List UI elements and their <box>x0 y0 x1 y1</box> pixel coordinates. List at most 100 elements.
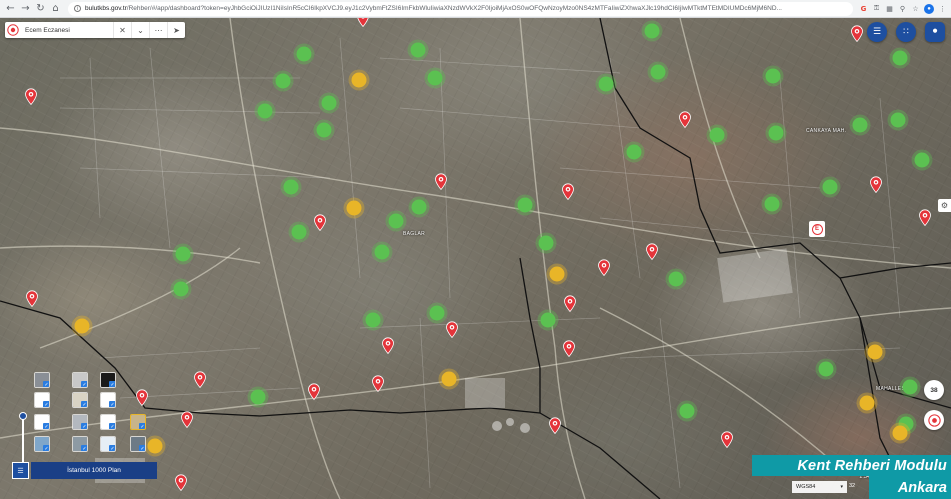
building-layer-icon[interactable]: ✓ <box>100 372 116 388</box>
pharmacy-pin-icon[interactable] <box>646 243 659 261</box>
map-layer-thumb-icon[interactable]: ✓ <box>72 436 88 452</box>
opacity-slider[interactable] <box>19 412 27 468</box>
navigation-arrow-icon[interactable]: ➤ <box>167 22 185 38</box>
green-cluster-marker[interactable] <box>410 42 426 58</box>
browser-menu-icon[interactable]: ⋮ <box>939 4 946 13</box>
green-cluster-marker[interactable] <box>902 379 918 395</box>
pharmacy-pin-icon[interactable] <box>598 259 611 277</box>
pharmacy-pin-icon[interactable] <box>564 295 577 313</box>
cluster-count-badge[interactable]: 38 <box>924 380 944 400</box>
info-icon[interactable]: i <box>74 5 81 12</box>
yellow-cluster-marker[interactable] <box>892 425 908 441</box>
profile-avatar-icon[interactable]: ● <box>924 3 934 14</box>
green-cluster-marker[interactable] <box>650 64 666 80</box>
green-cluster-marker[interactable] <box>257 103 273 119</box>
home-icon[interactable]: ⌂ <box>52 3 59 14</box>
crs-select[interactable]: WGS84 ▾ <box>792 481 847 493</box>
pharmacy-pin-icon[interactable] <box>194 371 207 389</box>
apps-grid-button[interactable]: ∷ <box>896 22 916 42</box>
map-layer-thumb-icon[interactable]: ✓ <box>34 372 50 388</box>
green-cluster-marker[interactable] <box>679 403 695 419</box>
green-cluster-marker[interactable] <box>283 179 299 195</box>
google-extension-icon[interactable]: G <box>860 4 867 13</box>
green-cluster-marker[interactable] <box>291 224 307 240</box>
layer-thumb-icon[interactable]: ✓ <box>130 414 146 430</box>
green-cluster-marker[interactable] <box>517 197 533 213</box>
pharmacy-pin-icon[interactable] <box>446 321 459 339</box>
reload-icon[interactable]: ↻ <box>36 3 45 14</box>
pharmacy-pin-icon[interactable] <box>851 25 864 43</box>
menu-button[interactable]: ☰ <box>867 22 887 42</box>
pharmacy-locate-button[interactable] <box>924 410 944 430</box>
green-cluster-marker[interactable] <box>668 271 684 287</box>
yellow-cluster-marker[interactable] <box>441 371 457 387</box>
green-cluster-marker[interactable] <box>709 127 725 143</box>
green-cluster-marker[interactable] <box>852 117 868 133</box>
green-cluster-marker[interactable] <box>644 23 660 39</box>
gear-icon[interactable]: ⚙ <box>938 199 951 212</box>
green-cluster-marker[interactable] <box>768 125 784 141</box>
green-cluster-marker[interactable] <box>296 46 312 62</box>
pharmacy-pin-icon[interactable] <box>181 411 194 429</box>
close-icon[interactable]: ✕ <box>113 22 131 38</box>
pharmacy-pin-icon[interactable] <box>26 290 39 308</box>
yellow-cluster-marker[interactable] <box>351 72 367 88</box>
green-cluster-marker[interactable] <box>540 312 556 328</box>
yellow-cluster-marker[interactable] <box>859 395 875 411</box>
green-cluster-marker[interactable] <box>914 152 930 168</box>
address-bar[interactable]: i bulutkbs.gov.tr /Rehber/#/app/dashboar… <box>68 1 853 16</box>
pharmacy-pin-icon[interactable] <box>314 214 327 232</box>
chevron-down-icon[interactable]: ⌄ <box>131 22 149 38</box>
pharmacy-pin-icon[interactable] <box>372 375 385 393</box>
layer-thumb-icon[interactable]: ✓ <box>100 436 116 452</box>
green-cluster-marker[interactable] <box>765 68 781 84</box>
bookmark-star-icon[interactable]: ☆ <box>912 4 919 13</box>
pharmacy-pin-icon[interactable] <box>721 431 734 449</box>
pharmacy-pin-icon[interactable] <box>563 340 576 358</box>
pharmacy-pin-icon[interactable] <box>357 18 370 28</box>
yellow-cluster-marker[interactable] <box>867 344 883 360</box>
map-canvas[interactable]: BAGLAR CANKAYA MAH. MAHALLESI E ⚙ <box>0 18 951 499</box>
yellow-cluster-marker[interactable] <box>549 266 565 282</box>
map-layer-thumb-icon[interactable]: ✓ <box>72 414 88 430</box>
pharmacy-pin-icon[interactable] <box>175 474 188 492</box>
layer-thumb-icon[interactable]: ✓ <box>130 436 146 452</box>
zoom-icon[interactable]: ⚲ <box>899 4 906 13</box>
marker-layer-thumb-icon[interactable]: ✓ <box>34 392 50 408</box>
pharmacy-pin-icon[interactable] <box>308 383 321 401</box>
green-cluster-marker[interactable] <box>892 50 908 66</box>
yellow-cluster-marker[interactable] <box>346 200 362 216</box>
yellow-cluster-marker[interactable] <box>74 318 90 334</box>
green-cluster-marker[interactable] <box>365 312 381 328</box>
search-input[interactable]: Ecem Eczanesi <box>25 26 70 34</box>
green-cluster-marker[interactable] <box>427 70 443 86</box>
green-cluster-marker[interactable] <box>175 246 191 262</box>
green-cluster-marker[interactable] <box>173 281 189 297</box>
map-layer-thumb-icon[interactable]: ✓ <box>34 436 50 452</box>
base-layer-selector[interactable]: ☰ İstanbul 1000 Plan <box>12 462 157 479</box>
map-layer-thumb-icon[interactable]: ✓ <box>72 372 88 388</box>
green-cluster-marker[interactable] <box>374 244 390 260</box>
green-cluster-marker[interactable] <box>250 389 266 405</box>
pharmacy-pin-icon[interactable] <box>919 209 932 227</box>
search-box[interactable]: Ecem Eczanesi ✕ ⌄ ⋯ ➤ <box>5 22 185 38</box>
pharmacy-pin-icon[interactable] <box>679 111 692 129</box>
map-layer-thumb-icon[interactable]: ✓ <box>72 392 88 408</box>
user-profile-button[interactable]: ⚫ <box>925 22 945 42</box>
pharmacy-pin-icon[interactable] <box>549 417 562 435</box>
green-cluster-marker[interactable] <box>429 305 445 321</box>
key-icon[interactable]: ⚿ <box>873 4 880 12</box>
pharmacy-pin-icon[interactable] <box>25 88 38 106</box>
slider-knob[interactable] <box>19 412 27 420</box>
pharmacy-pin-icon[interactable] <box>382 337 395 355</box>
green-cluster-marker[interactable] <box>275 73 291 89</box>
forward-arrow-icon[interactable]: → <box>21 3 30 14</box>
green-cluster-marker[interactable] <box>626 144 642 160</box>
more-icon[interactable]: ⋯ <box>149 22 167 38</box>
pharmacy-pin-icon[interactable] <box>435 173 448 191</box>
e-logo-marker[interactable]: E <box>809 221 825 237</box>
green-cluster-marker[interactable] <box>321 95 337 111</box>
pharmacy-pin-icon[interactable] <box>870 176 883 194</box>
location-pin-layer-icon[interactable]: ✓ <box>100 392 116 408</box>
green-cluster-marker[interactable] <box>764 196 780 212</box>
